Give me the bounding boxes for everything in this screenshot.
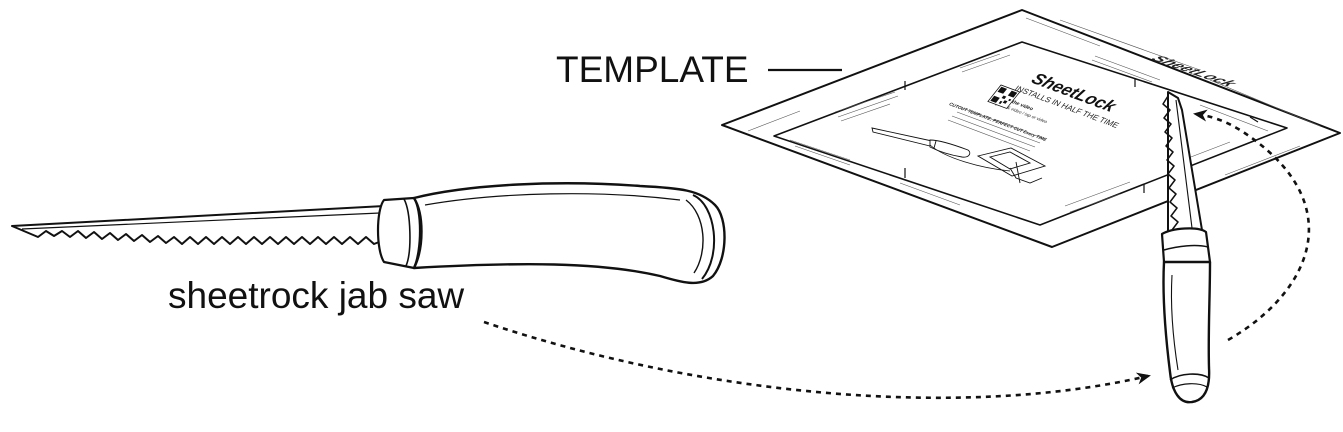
inserted-saw-ferrule: [1160, 227, 1212, 267]
motion-arrow-insertion: [1193, 109, 1311, 342]
saw-label: sheetrock jab saw: [168, 275, 464, 316]
template-sheet: SheetLock SheetLock INSTALLS IN HALF THE…: [721, 9, 1341, 248]
qr-code-icon: [987, 84, 1021, 109]
saw-ferrule: [376, 196, 422, 270]
inserted-saw-blade: [1167, 91, 1203, 237]
template-fine-print: [747, 17, 1321, 213]
motion-arrow-to-template: [483, 320, 1151, 400]
saw-blade: [11, 205, 385, 245]
jab-saw-illustration: [11, 182, 726, 285]
saw-handle: [412, 182, 726, 285]
template-label: TEMPLATE: [556, 49, 749, 90]
inserted-saw-handle: [1162, 260, 1212, 404]
inserted-saw-illustration: [1160, 91, 1212, 404]
template-saw-illustration: [871, 127, 971, 158]
template-cut-diagram: [976, 147, 1047, 184]
